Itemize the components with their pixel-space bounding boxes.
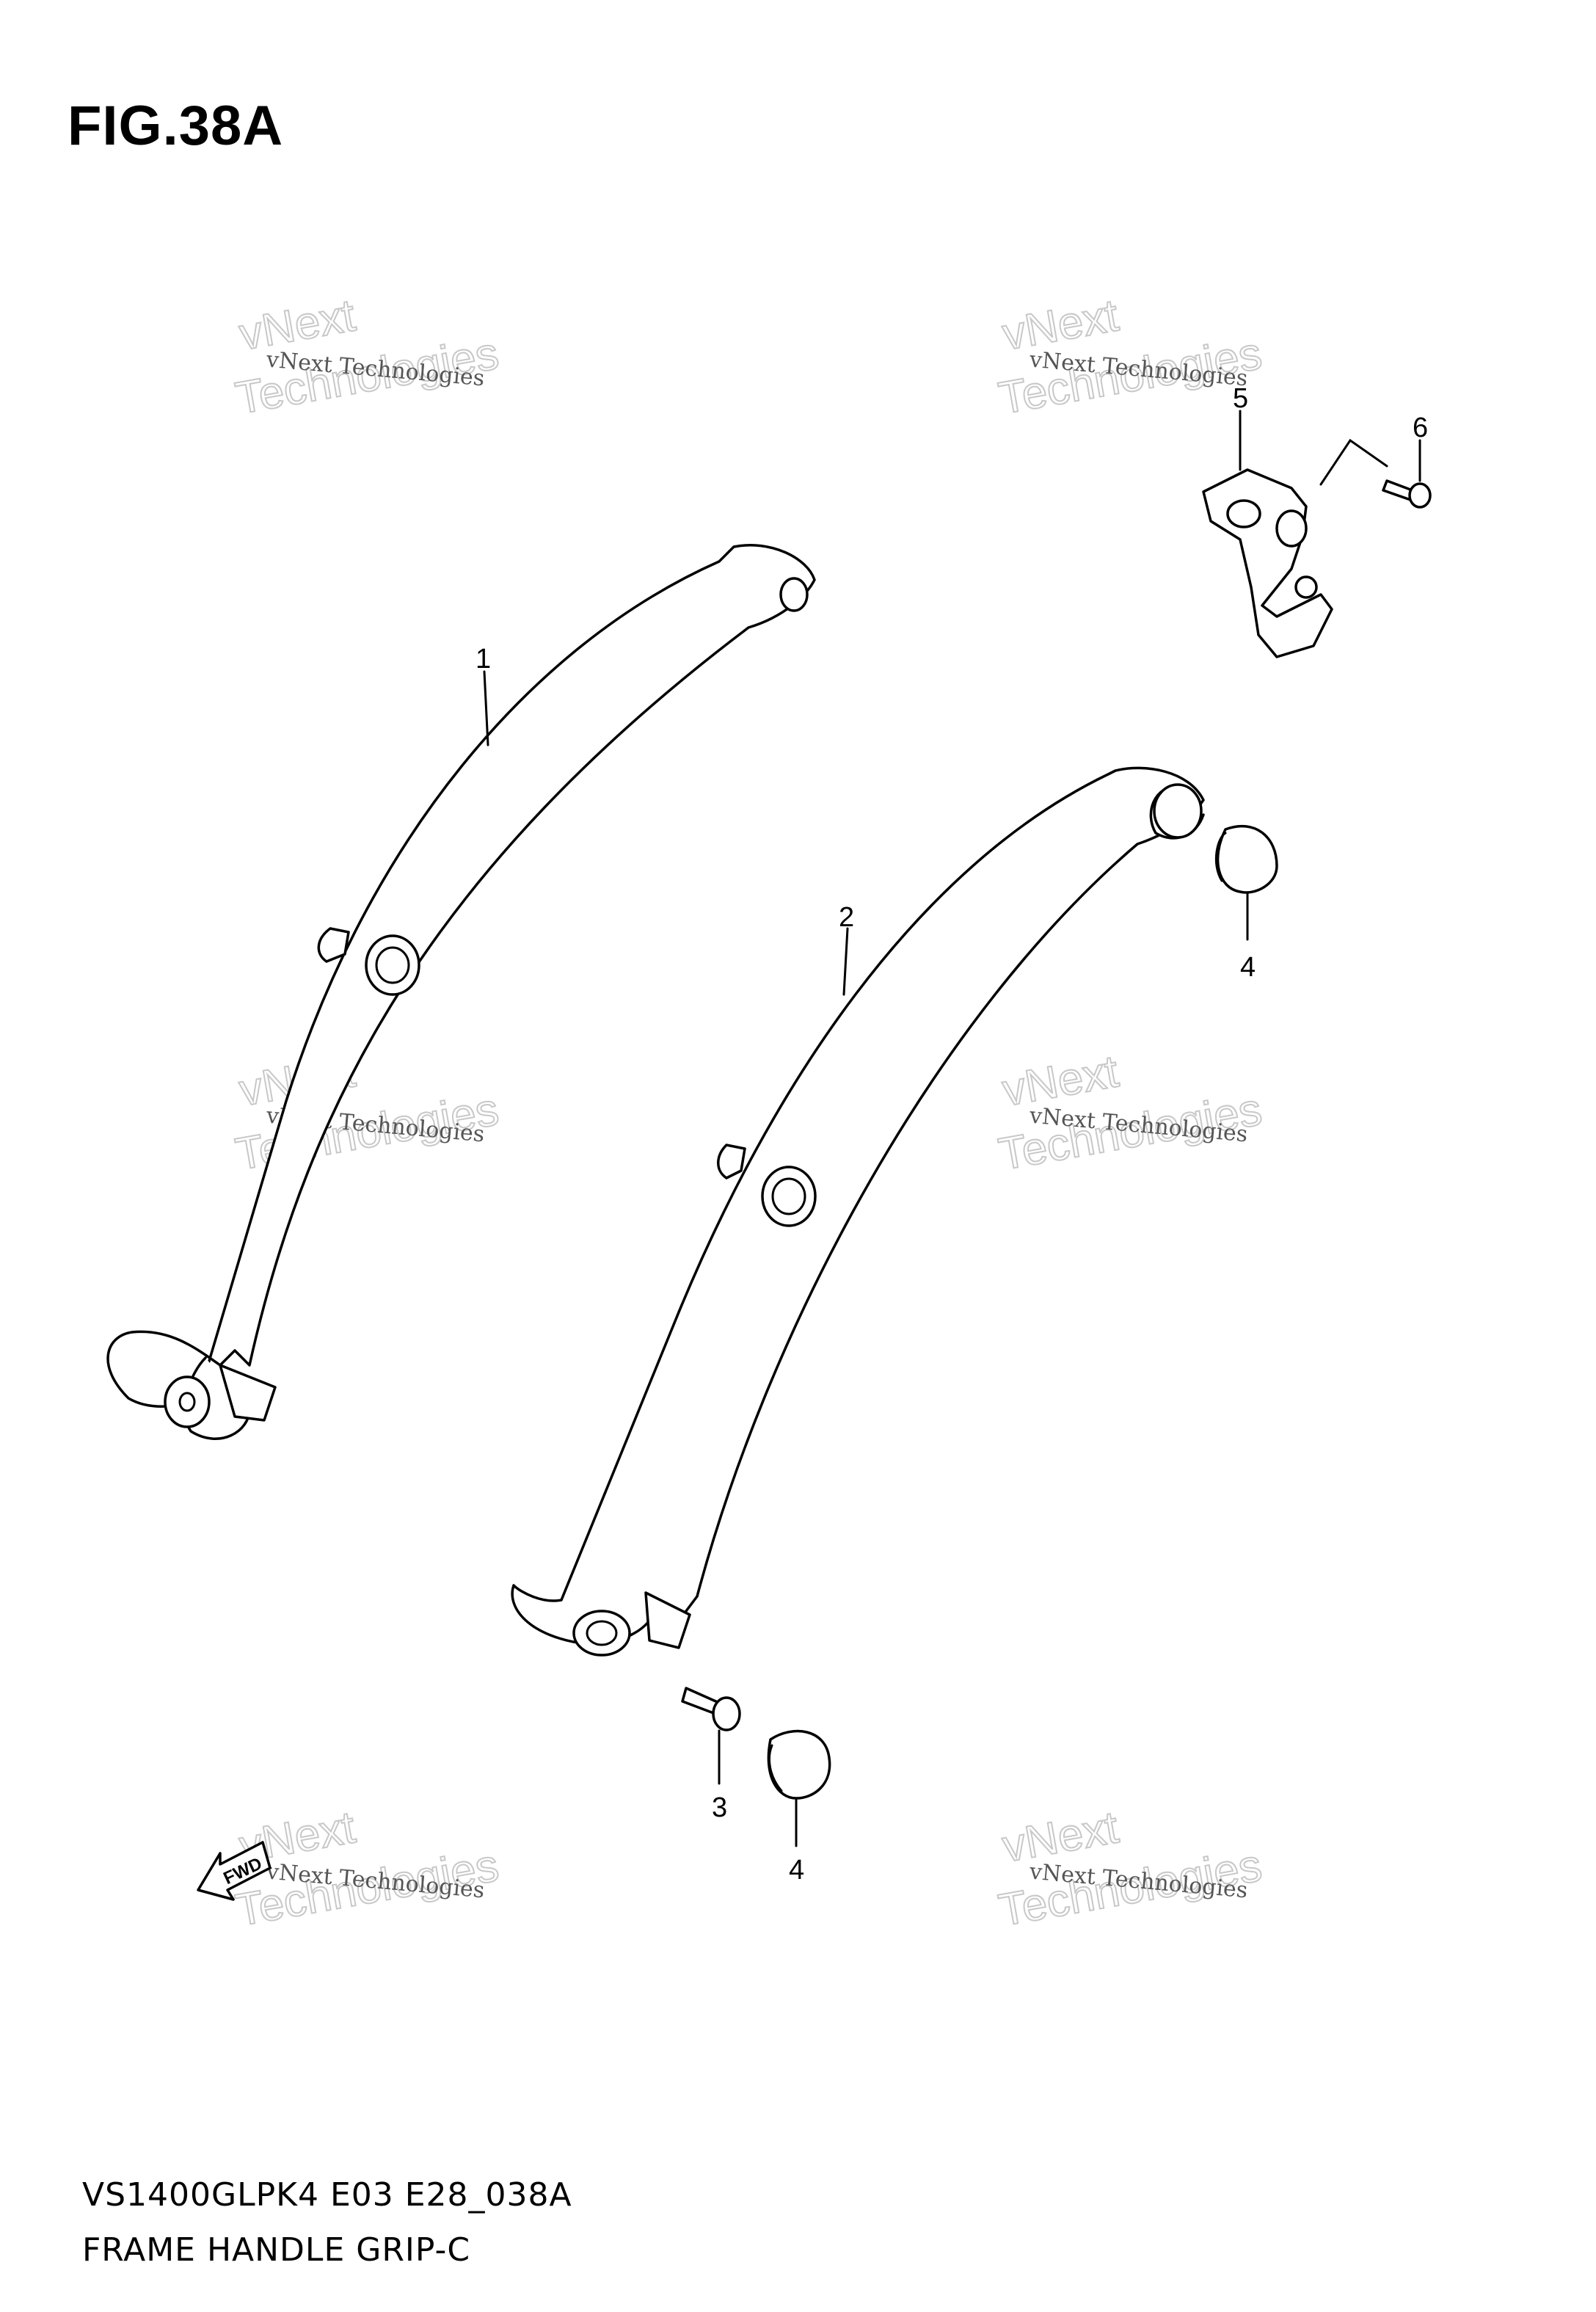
callout-4-lower: 4 xyxy=(789,1855,804,1886)
callout-1: 1 xyxy=(475,644,491,675)
callout-3: 3 xyxy=(712,1792,727,1823)
part-1-left-handle-grip xyxy=(106,544,816,1440)
part-2-right-handle-grip xyxy=(511,766,1205,1657)
diagram-code: VS1400GLPK4 E03 E28_038A xyxy=(82,2176,572,2214)
callout-2: 2 xyxy=(839,902,854,933)
leader-line-1 xyxy=(483,670,489,746)
part-6-screw xyxy=(1319,438,1432,509)
callout-4-upper: 4 xyxy=(1240,952,1256,983)
watermark: vNext Technologies vNext Technologies xyxy=(994,1801,1266,1937)
part-5-bracket xyxy=(1202,410,1333,658)
section-name: FRAME HANDLE GRIP-C xyxy=(82,2231,471,2269)
callout-6: 6 xyxy=(1413,412,1428,443)
arrow-icon xyxy=(197,1841,272,1901)
part-4-cap-upper xyxy=(1214,824,1278,941)
watermark: vNext Technologies vNext Technologies xyxy=(231,1801,503,1937)
leader-line-6-to-bracket xyxy=(1319,438,1388,486)
callout-5: 5 xyxy=(1233,383,1248,414)
watermark: vNext Technologies vNext Technologies xyxy=(231,289,503,425)
part-3-bolt xyxy=(681,1687,741,1785)
watermark: vNext Technologies vNext Technologies xyxy=(994,289,1266,425)
figure-title: FIG.38A xyxy=(68,95,284,157)
part-4-cap-lower xyxy=(767,1729,831,1847)
watermark: vNext Technologies vNext Technologies xyxy=(994,1045,1266,1181)
leader-line-2 xyxy=(842,927,849,996)
